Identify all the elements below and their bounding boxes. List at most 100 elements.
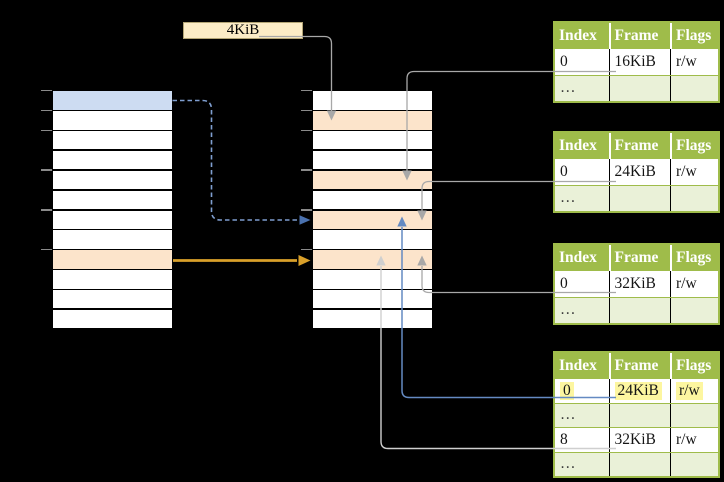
table-cell: 0 xyxy=(560,274,568,292)
table-cell xyxy=(608,185,671,211)
physical-memory-stack-tick xyxy=(301,129,312,131)
page-table-2-row-1: … xyxy=(555,184,718,211)
column-header-flags: Flags xyxy=(670,133,718,159)
arrow-pt3-frame-to-memory-head xyxy=(417,255,427,266)
table-cell: 16KiB xyxy=(608,49,671,75)
page-table-4-row-0: 0 24KiB r/w xyxy=(555,379,718,403)
arrow-virtual-page8-to-frame-head xyxy=(298,255,311,266)
table-cell xyxy=(670,452,718,476)
page-table-4-row-3: … xyxy=(555,451,718,476)
virtual-memory-stack-tick xyxy=(41,209,52,211)
virtual-memory-stack-row-7 xyxy=(52,230,172,249)
table-cell: … xyxy=(560,301,576,319)
physical-memory-stack-row-0 xyxy=(312,91,432,110)
physical-memory-stack-row-5 xyxy=(312,190,432,209)
physical-memory-stack-tick xyxy=(301,209,312,211)
virtual-memory-stack-row-4 xyxy=(52,170,172,190)
virtual-memory-stack-row-5 xyxy=(52,190,172,209)
column-header-flags: Flags xyxy=(670,245,718,271)
virtual-memory-stack-row-1 xyxy=(52,111,172,130)
table-cell xyxy=(608,452,671,476)
arrow-pagesize-to-frame1 xyxy=(259,35,337,121)
column-header-index: Index xyxy=(559,137,597,154)
column-header-frame: Frame xyxy=(608,245,671,271)
column-header-index: Index xyxy=(559,357,597,374)
table-cell: 0 xyxy=(560,52,568,70)
table-cell: … xyxy=(560,189,576,207)
page-size-box: 4KiB xyxy=(183,22,303,39)
virtual-memory-stack-row-0 xyxy=(52,91,172,110)
table-cell xyxy=(670,75,718,101)
table-cell xyxy=(608,297,671,323)
arrow-pt3-frame-to-memory xyxy=(417,255,616,294)
table-cell: … xyxy=(560,455,576,473)
physical-memory-stack-row-4 xyxy=(312,170,432,190)
column-header-frame: Frame xyxy=(608,353,671,379)
table-cell: 32KiB xyxy=(608,428,671,452)
table-cell xyxy=(608,75,671,101)
table-cell: 24KiB xyxy=(608,159,671,185)
virtual-memory-stack-row-6 xyxy=(52,210,172,229)
highlighted-value: r/w xyxy=(676,381,703,400)
physical-memory-stack-row-3 xyxy=(312,150,432,170)
page-table-1-row-1: … xyxy=(555,74,718,101)
table-cell xyxy=(608,403,671,427)
table-cell: 0 xyxy=(560,162,568,180)
virtual-memory-stack-tick xyxy=(41,248,52,251)
table-cell: 0 xyxy=(555,379,609,403)
table-cell: r/w xyxy=(670,271,718,297)
table-cell: r/w xyxy=(670,49,718,75)
column-header-frame: Frame xyxy=(608,23,671,49)
physical-memory-stack-row-2 xyxy=(312,131,432,150)
virtual-memory-stack-row-8 xyxy=(52,250,172,269)
table-cell: r/w xyxy=(670,428,718,452)
arrow-virtual-page0-to-frame-head xyxy=(299,215,311,225)
table-cell: r/w xyxy=(670,379,718,403)
table-cell xyxy=(670,297,718,323)
table-cell: 32KiB xyxy=(608,271,671,297)
arrow-pt2-frame-to-memory-head xyxy=(417,210,427,221)
arrow-pt1-frame-to-memory-head xyxy=(402,170,412,181)
table-cell: … xyxy=(560,79,576,97)
arrow-pagesize-to-frame1-head xyxy=(326,110,337,121)
table-cell: … xyxy=(560,406,576,424)
physical-memory-stack-tick xyxy=(301,109,312,112)
arrow-virtual-page8-to-frame xyxy=(173,255,311,266)
column-header-index: Index xyxy=(559,27,597,44)
physical-memory-stack-tick xyxy=(301,248,312,251)
virtual-memory-stack-row-10 xyxy=(52,290,172,309)
page-table-3-row-1: … xyxy=(555,296,718,323)
table-cell: 24KiB xyxy=(608,379,671,403)
virtual-memory-stack-tick xyxy=(41,129,52,131)
table-cell xyxy=(670,185,718,211)
virtual-memory-stack-tick xyxy=(41,89,52,92)
column-header-flags: Flags xyxy=(670,353,718,379)
highlighted-value: 24KiB xyxy=(614,381,662,400)
arrow-pt2-frame-to-memory xyxy=(417,180,616,221)
arrow-virtual-page0-to-frame xyxy=(172,99,311,225)
virtual-memory-stack-row-2 xyxy=(52,131,172,150)
column-header-flags: Flags xyxy=(670,23,718,49)
column-header-frame: Frame xyxy=(608,133,671,159)
highlighted-value: 0 xyxy=(560,381,574,400)
arrow-pt4-entry0-to-memory-head xyxy=(397,216,407,227)
virtual-memory-stack-tick xyxy=(41,169,52,171)
virtual-memory-stack-row-11 xyxy=(52,309,172,329)
physical-memory-stack-row-1 xyxy=(312,111,432,130)
virtual-memory-stack-row-3 xyxy=(52,150,172,170)
arrow-pt4-entry0-to-memory xyxy=(397,216,616,399)
virtual-memory-stack-tick xyxy=(41,109,52,112)
virtual-memory-stack-row-9 xyxy=(52,270,172,289)
arrow-pt4-entry8-to-memory xyxy=(376,255,616,450)
